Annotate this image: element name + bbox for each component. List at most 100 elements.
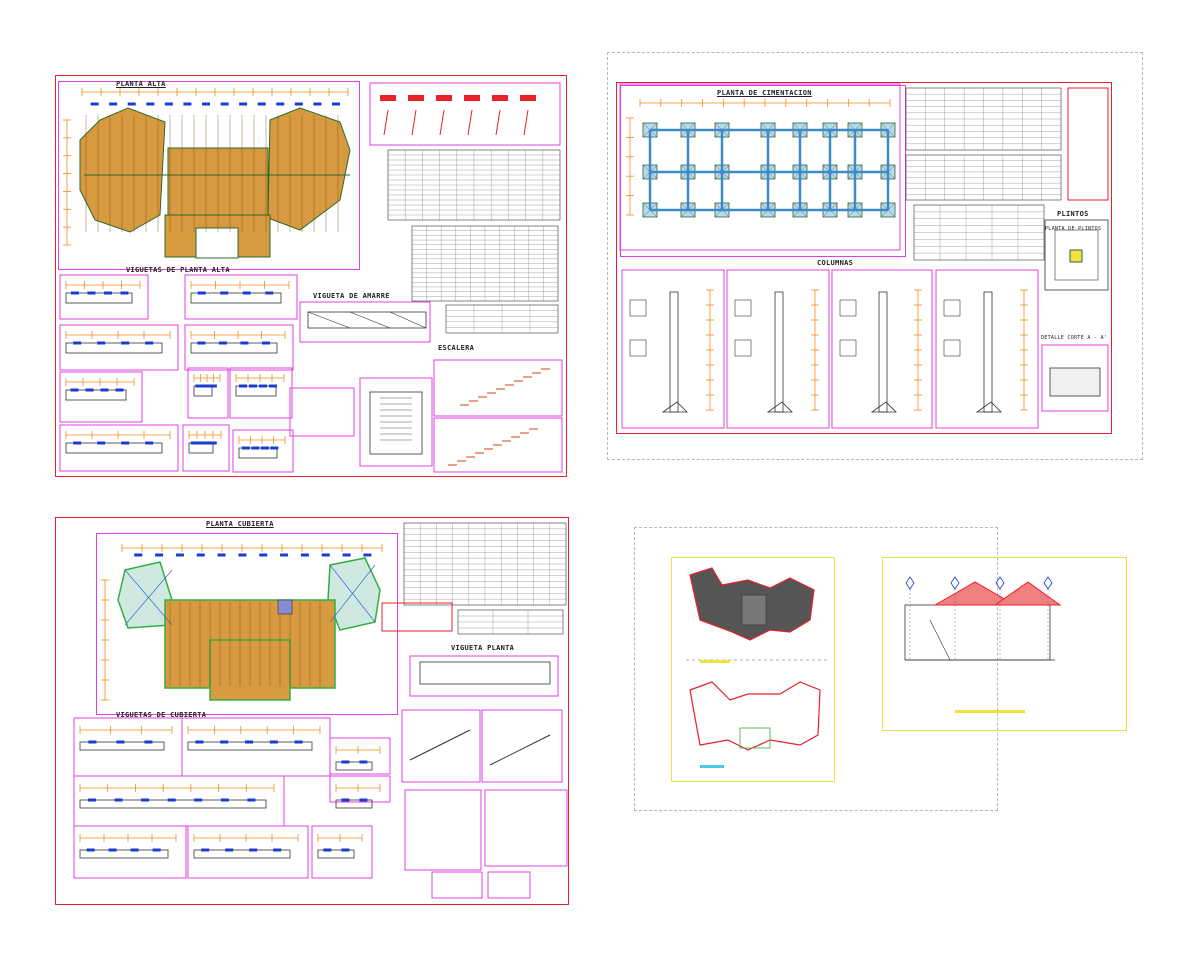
roof-beam-bar <box>273 848 282 852</box>
upper-beam-bar <box>121 441 130 445</box>
upper-rebar-top <box>313 102 322 106</box>
upper-beam-panel <box>59 424 179 472</box>
upper-beam-bar <box>251 446 260 450</box>
roof-beam-bar <box>249 848 258 852</box>
truss-panel <box>299 301 431 343</box>
upper-beam-bar <box>249 384 257 388</box>
roof-rebar-top <box>175 553 184 557</box>
upper-beam-bar <box>204 384 213 388</box>
upper-floor-title: PLANTA ALTA <box>116 80 166 88</box>
facade-label-bar <box>955 710 1025 713</box>
upper-rebar-top <box>146 102 155 106</box>
facade-level-mark <box>1043 576 1053 590</box>
roof-beam-panel <box>73 825 187 879</box>
upper-rebar-top <box>294 102 303 106</box>
roof-beam-bar <box>88 740 97 744</box>
upper-beam <box>65 292 133 304</box>
section-detail-label: DETALLE CORTE A - A' <box>1041 335 1108 341</box>
upper-beam-bar <box>196 441 205 445</box>
column-section <box>839 299 857 317</box>
roof-rebar-top <box>217 553 226 557</box>
roof-beam-bar <box>341 798 350 802</box>
upper-beam-bar <box>145 441 154 445</box>
floor-plan-panel <box>58 81 360 270</box>
roof-rebar-top <box>259 553 268 557</box>
upper-beam-panel <box>59 324 179 371</box>
facade-body <box>904 604 1051 661</box>
elevation-plans-panel[interactable] <box>671 557 835 782</box>
footing-plan-label: PLANTA DE PLINTOS <box>1045 226 1102 232</box>
upper-rebar-top <box>109 102 118 106</box>
upper-rebar-top <box>220 102 229 106</box>
upper-beam-bar <box>242 291 251 295</box>
roof-beam-bar <box>247 798 256 802</box>
upper-beam-bar <box>97 341 106 345</box>
roof-beam-bar <box>341 760 350 764</box>
footing-plan <box>1044 219 1109 291</box>
upper-beam-bar <box>208 384 217 388</box>
roof-beam <box>317 849 355 859</box>
roof-rebar-top <box>363 553 372 557</box>
column-base <box>661 401 688 413</box>
roof-rebar-top <box>321 553 330 557</box>
roof-beam-panel <box>181 717 331 777</box>
stair-section-panel <box>433 359 563 417</box>
upper-beam-bar <box>145 341 154 345</box>
roof-beam <box>79 849 169 859</box>
roof-beam-panel <box>73 717 183 777</box>
upper-rebar-top <box>164 102 173 106</box>
upper-rebar-top <box>202 102 210 106</box>
column-section-2 <box>734 339 752 357</box>
upper-beam-panel <box>59 274 149 320</box>
truss-web <box>349 311 391 329</box>
column-shaft <box>774 291 784 413</box>
roof-beam <box>335 799 373 809</box>
facade-level-mark <box>995 576 1005 590</box>
footing-section <box>1049 367 1101 397</box>
roof-beam <box>335 761 373 771</box>
upper-beam <box>190 292 282 304</box>
roof-ridge-4 <box>329 564 376 623</box>
upper-rebar-top <box>127 102 136 106</box>
rebar-hook <box>380 95 396 101</box>
roof-rebar-top <box>238 553 247 557</box>
elevation-sheet-frame <box>634 527 998 811</box>
roof-beam-bar <box>167 798 176 802</box>
upper-beam-bar <box>220 291 229 295</box>
foundation-plan-border <box>619 83 901 251</box>
columns-title: COLUMNAS <box>817 259 854 267</box>
roof-wing-left <box>117 561 173 629</box>
upper-beam-bar <box>269 384 277 388</box>
roof-beam-panel <box>329 737 391 775</box>
elevation-label-bar <box>700 660 730 663</box>
upper-beam-bar <box>239 384 247 388</box>
elevation-facade-panel[interactable] <box>882 557 1127 731</box>
roof-truss-title: VIGUETA PLANTA <box>451 644 515 652</box>
truss-frame <box>307 311 427 329</box>
elevation-plan-top-core <box>741 594 767 626</box>
facade-level-mark <box>905 576 915 590</box>
rebar-bend <box>383 109 389 136</box>
upper-beam-bar <box>70 388 79 392</box>
upper-beam-bar <box>73 341 82 345</box>
footing-section-panel <box>1041 344 1109 412</box>
roof-truss-panel <box>409 655 559 697</box>
upper-beam <box>65 389 127 401</box>
foundation-sheet-frame <box>607 52 1143 460</box>
upper-beam-bar <box>97 441 106 445</box>
upper-beam-bar <box>70 291 79 295</box>
roof-beam-bar <box>323 848 332 852</box>
upper-beam-bar <box>265 291 274 295</box>
roof-beam-bar <box>116 740 125 744</box>
upper-beam-bar <box>197 291 206 295</box>
roof-beam-bar <box>359 760 368 764</box>
roof-rebar-panel <box>381 602 453 632</box>
roof-beam-bar <box>86 848 95 852</box>
upper-beam-bar <box>190 441 199 445</box>
roof-beam <box>193 849 291 859</box>
elevation-plan-bottom <box>689 681 821 751</box>
rebar-hook <box>436 95 452 101</box>
roof-beam-bar <box>141 798 150 802</box>
upper-rebar-top <box>90 102 99 106</box>
roof-beam-bar <box>220 798 229 802</box>
